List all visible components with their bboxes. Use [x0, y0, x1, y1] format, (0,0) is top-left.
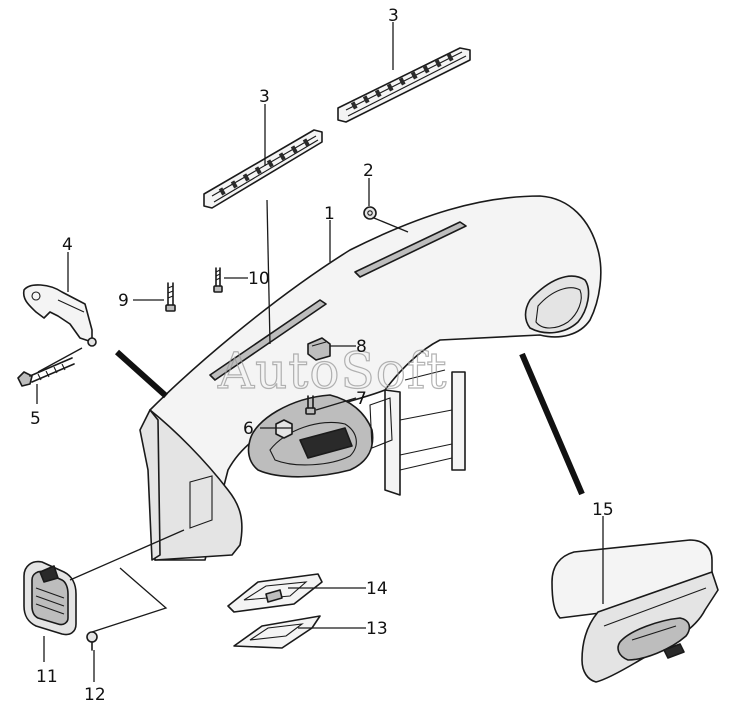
glove-box — [551, 539, 719, 683]
callout-9: 9 — [118, 291, 129, 311]
defroster-grille-lower — [203, 129, 323, 209]
callout-1: 1 — [324, 204, 335, 224]
callout-13: 13 — [366, 619, 388, 639]
bolt — [17, 357, 75, 387]
screw-short — [165, 282, 176, 312]
callout-3-upper: 3 — [388, 6, 399, 26]
defroster-grille-upper — [337, 47, 471, 123]
callout-8: 8 — [356, 337, 367, 357]
clip-nut-small — [275, 419, 293, 439]
callout-3-lower: 3 — [259, 87, 270, 107]
screw-panel — [305, 395, 316, 415]
lower-cover-plate — [227, 573, 323, 613]
callout-14: 14 — [366, 579, 388, 599]
assembly-arrows — [114, 349, 585, 496]
instrument-panel — [139, 195, 602, 561]
mount-bracket — [307, 337, 331, 361]
watermark-text: AutoSoft — [217, 342, 447, 400]
side-air-vent — [23, 560, 77, 636]
callout-4: 4 — [62, 235, 73, 255]
callout-15: 15 — [592, 500, 614, 520]
callout-7: 7 — [356, 389, 367, 409]
side-bracket — [22, 284, 97, 347]
callout-10: 10 — [248, 269, 270, 289]
callout-6: 6 — [243, 419, 254, 439]
leader-lines — [36, 22, 604, 682]
callout-labels: 3 3 2 1 4 10 9 8 5 7 6 15 14 13 11 12 — [30, 6, 614, 705]
clip-nut — [363, 206, 377, 220]
callout-2: 2 — [363, 161, 374, 181]
screw-long — [213, 267, 223, 293]
retainer-clip — [86, 631, 98, 651]
callout-5: 5 — [30, 409, 41, 429]
callout-12: 12 — [84, 685, 106, 705]
callout-11: 11 — [36, 667, 58, 687]
trim-cover-plate — [233, 615, 321, 649]
